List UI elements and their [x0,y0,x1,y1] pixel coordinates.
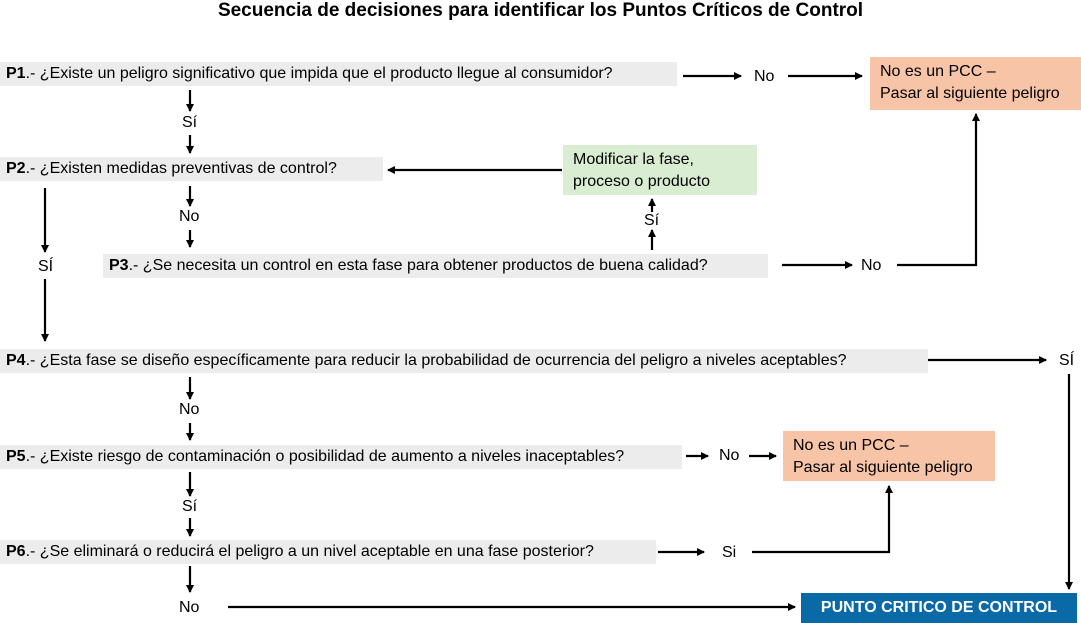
question-p3: P3.- ¿Se necesita un control en esta fas… [103,254,768,278]
modify-box: Modificar la fase, proceso o producto [563,145,757,195]
question-p4: P4.- ¿Esta fase se diseño específicament… [0,349,928,373]
p5-no-label: No [719,447,740,464]
question-p2: P2.- ¿Existen medidas preventivas de con… [0,157,383,181]
p2-no-label: No [179,208,200,225]
question-p1: P1.- ¿Existe un peligro significativo qu… [0,62,677,86]
question-code: P3 [109,257,129,274]
question-p6: P6.- ¿Se eliminará o reducirá el peligro… [0,540,656,564]
question-text: .- ¿Existe un peligro significativo que … [25,65,613,82]
pcc-box: PUNTO CRITICO DE CONTROL [801,593,1077,623]
question-p5: P5.- ¿Existe riesgo de contaminación o p… [0,445,682,469]
modify-line1: Modificar la fase, [573,151,694,168]
p6-si-label: Si [722,544,737,561]
question-text: .- ¿Existen medidas preventivas de contr… [25,160,337,177]
not-pcc-box-top: No es un PCC – Pasar al siguiente peligr… [870,57,1081,110]
question-text: .- ¿Se eliminará o reducirá el peligro a… [25,543,594,560]
question-text: .- ¿Se necesita un control en esta fase … [128,257,708,274]
p1-si-label: Sí [182,114,198,131]
not-pcc-line2: Pasar al siguiente peligro [793,459,973,476]
p1-no-label: No [754,68,775,85]
p3-no-label: No [861,257,882,274]
question-code: P1 [6,65,26,82]
not-pcc-box-mid: No es un PCC – Pasar al siguiente peligr… [783,431,995,481]
p5-si-label: Sí [182,498,198,515]
not-pcc-line1: No es un PCC – [793,437,909,454]
p4-no-label: No [179,401,200,418]
question-code: P6 [6,543,26,560]
question-code: P4 [6,352,26,369]
not-pcc-line1: No es un PCC – [880,63,996,80]
arrow-no-to-not-pcc-top-2 [897,113,980,267]
arrow-si-to-not-pcc-mid [752,485,893,554]
question-code: P5 [6,448,26,465]
question-text: .- ¿Existe riesgo de contaminación o pos… [25,448,625,465]
question-text: .- ¿Esta fase se diseño específicamente … [25,352,847,369]
question-code: P2 [6,160,26,177]
diagram-title: Secuencia de decisiones para identificar… [217,0,864,21]
p4-si-label: SÍ [1059,352,1075,369]
p6-no-label: No [179,599,200,616]
p3-si-label: Sí [644,212,660,229]
not-pcc-line2: Pasar al siguiente peligro [880,85,1060,102]
p2-si-label: SÍ [38,258,54,275]
modify-line2: proceso o producto [573,173,710,190]
